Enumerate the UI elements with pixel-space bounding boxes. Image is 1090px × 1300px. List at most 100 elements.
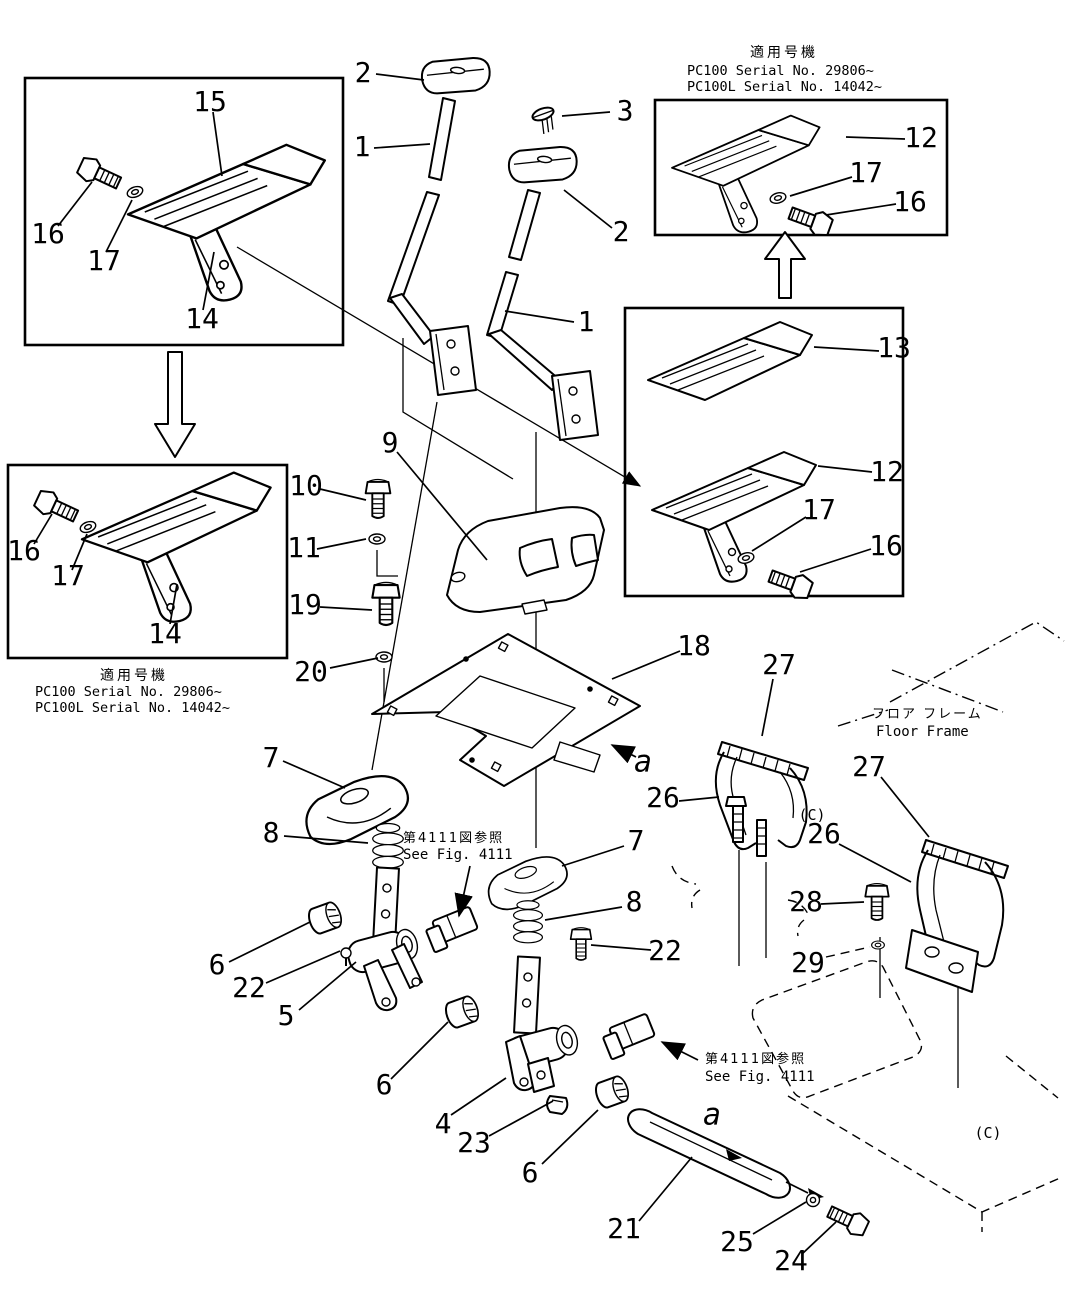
- callout-26: 26: [807, 817, 841, 850]
- section-label: a: [634, 745, 652, 780]
- cover-9: [446, 506, 605, 615]
- hole: [948, 962, 964, 974]
- bolt-16: [74, 153, 125, 195]
- floor-frame-detail: [787, 899, 809, 937]
- callout-9: 9: [382, 426, 399, 459]
- leader-line: [450, 1077, 507, 1116]
- floor-frame-edge: [889, 621, 1065, 703]
- callout-1: 1: [354, 130, 371, 163]
- direction-arrow: [726, 1149, 742, 1161]
- callout-4: 4: [435, 1107, 452, 1140]
- hole: [924, 946, 940, 958]
- floor-frame-cutout: [751, 960, 923, 1099]
- bolt-19: [371, 581, 401, 627]
- align-line: [376, 550, 398, 577]
- washer-11: [368, 533, 386, 545]
- callout-2: 2: [613, 215, 630, 248]
- leader-line: [825, 203, 897, 216]
- plate-tab: [553, 741, 601, 773]
- floor-frame-detail: [671, 865, 701, 909]
- hole: [571, 414, 581, 424]
- leader-line: [880, 776, 930, 838]
- callout-19: 19: [288, 588, 322, 621]
- hole: [587, 686, 593, 692]
- leader-line: [329, 657, 379, 669]
- callout-18: 18: [677, 629, 711, 662]
- bushing-6: [304, 899, 346, 937]
- leader-line: [660, 1041, 699, 1061]
- leader-line: [678, 796, 720, 802]
- clamp-23: [546, 1095, 569, 1115]
- inset-box-middle-right: [623, 306, 905, 603]
- lever-right: [486, 140, 599, 441]
- washer-29: [871, 940, 885, 950]
- hole: [386, 705, 398, 717]
- inset-border: [23, 76, 345, 347]
- floor-frame-leader: [837, 709, 889, 727]
- callout-17: 17: [802, 493, 836, 526]
- leader-line: [761, 678, 774, 737]
- callout-16: 16: [893, 185, 927, 218]
- callout-6: 6: [376, 1068, 393, 1101]
- callout-17: 17: [87, 244, 121, 277]
- callout-6: 6: [522, 1156, 539, 1189]
- leader-line: [799, 548, 872, 573]
- leader-lines: [33, 73, 930, 1255]
- leader-line: [817, 465, 873, 473]
- bolt-16: [31, 486, 82, 528]
- up-arrow: [764, 231, 806, 299]
- section-label: a: [703, 1098, 721, 1133]
- lever-assembly-5: [305, 775, 423, 1012]
- leader-line: [610, 744, 637, 764]
- mount-bolt: [725, 796, 747, 843]
- leader-line: [212, 111, 223, 177]
- callout-22: 22: [232, 971, 266, 1004]
- floor-frame-outline: [671, 621, 1065, 1232]
- callout-3: 3: [617, 94, 634, 127]
- pad-27: [717, 741, 809, 781]
- leader-line: [825, 946, 871, 958]
- callout-8: 8: [263, 816, 280, 849]
- plate-hole: [435, 675, 576, 749]
- callout-28: 28: [789, 885, 823, 918]
- inset-border: [6, 463, 289, 660]
- bushing-6: [591, 1073, 633, 1111]
- footrest-left: [714, 741, 809, 857]
- serial-note-line: PC100 Serial No. 29806~: [35, 684, 222, 700]
- knob-2: [506, 140, 580, 189]
- plate-18: [371, 633, 641, 787]
- callout-1: 1: [578, 305, 595, 338]
- callout-16: 16: [869, 529, 903, 562]
- knob-2: [419, 51, 493, 100]
- leader-line: [390, 1021, 449, 1080]
- washer-17: [125, 183, 145, 201]
- leader-line: [561, 845, 625, 867]
- lever-elbow: [389, 293, 435, 345]
- lever-base: [429, 325, 477, 396]
- hole: [497, 641, 509, 653]
- callout-17: 17: [51, 559, 85, 592]
- callout-6: 6: [209, 948, 226, 981]
- leader-line: [838, 843, 912, 883]
- leader-line: [611, 650, 681, 680]
- down-arrow: [154, 351, 196, 458]
- callout-8: 8: [626, 885, 643, 918]
- bolt-24: [823, 1200, 872, 1240]
- leader-line: [801, 1221, 837, 1255]
- callout-12: 12: [904, 121, 938, 154]
- callout-12: 12: [870, 455, 904, 488]
- leader-line: [169, 583, 178, 625]
- serial-note-title: 適用号機: [100, 667, 168, 684]
- leader-line: [283, 835, 369, 844]
- leader-line: [298, 961, 357, 1011]
- lever-left: [387, 51, 493, 396]
- bolt-16: [785, 200, 836, 240]
- cover-slot: [570, 533, 599, 567]
- serial-note-line: PC100L Serial No. 14042~: [687, 79, 882, 95]
- see-fig-label-en: See Fig. 4111: [705, 1069, 815, 1085]
- callout-20: 20: [294, 655, 328, 688]
- hole: [446, 339, 456, 349]
- serial-note-line: PC100 Serial No. 29806~: [687, 63, 874, 79]
- callout-14: 14: [185, 302, 219, 335]
